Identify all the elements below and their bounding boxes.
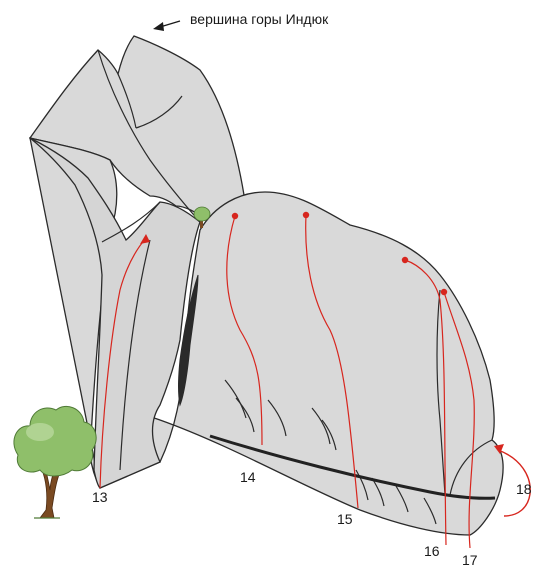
summit-label: вершина горы Индюк [190,11,329,27]
route-label-17: 17 [462,552,478,565]
tree-highlight [26,423,54,441]
route-17-dot [441,289,447,295]
route-label-16: 16 [424,543,440,559]
tree-icon [14,406,96,518]
route-label-18: 18 [516,481,532,497]
route-14-dot [232,213,238,219]
route-16-dot [402,257,408,263]
tree-trunk [40,470,60,518]
small-tree-crown [194,207,210,221]
route-label-14: 14 [240,469,256,485]
route-label-15: 15 [337,511,353,527]
route-label-13: 13 [92,489,108,505]
summit-arrow [153,21,180,31]
tree-crown [14,406,96,476]
route-15-dot [303,212,309,218]
